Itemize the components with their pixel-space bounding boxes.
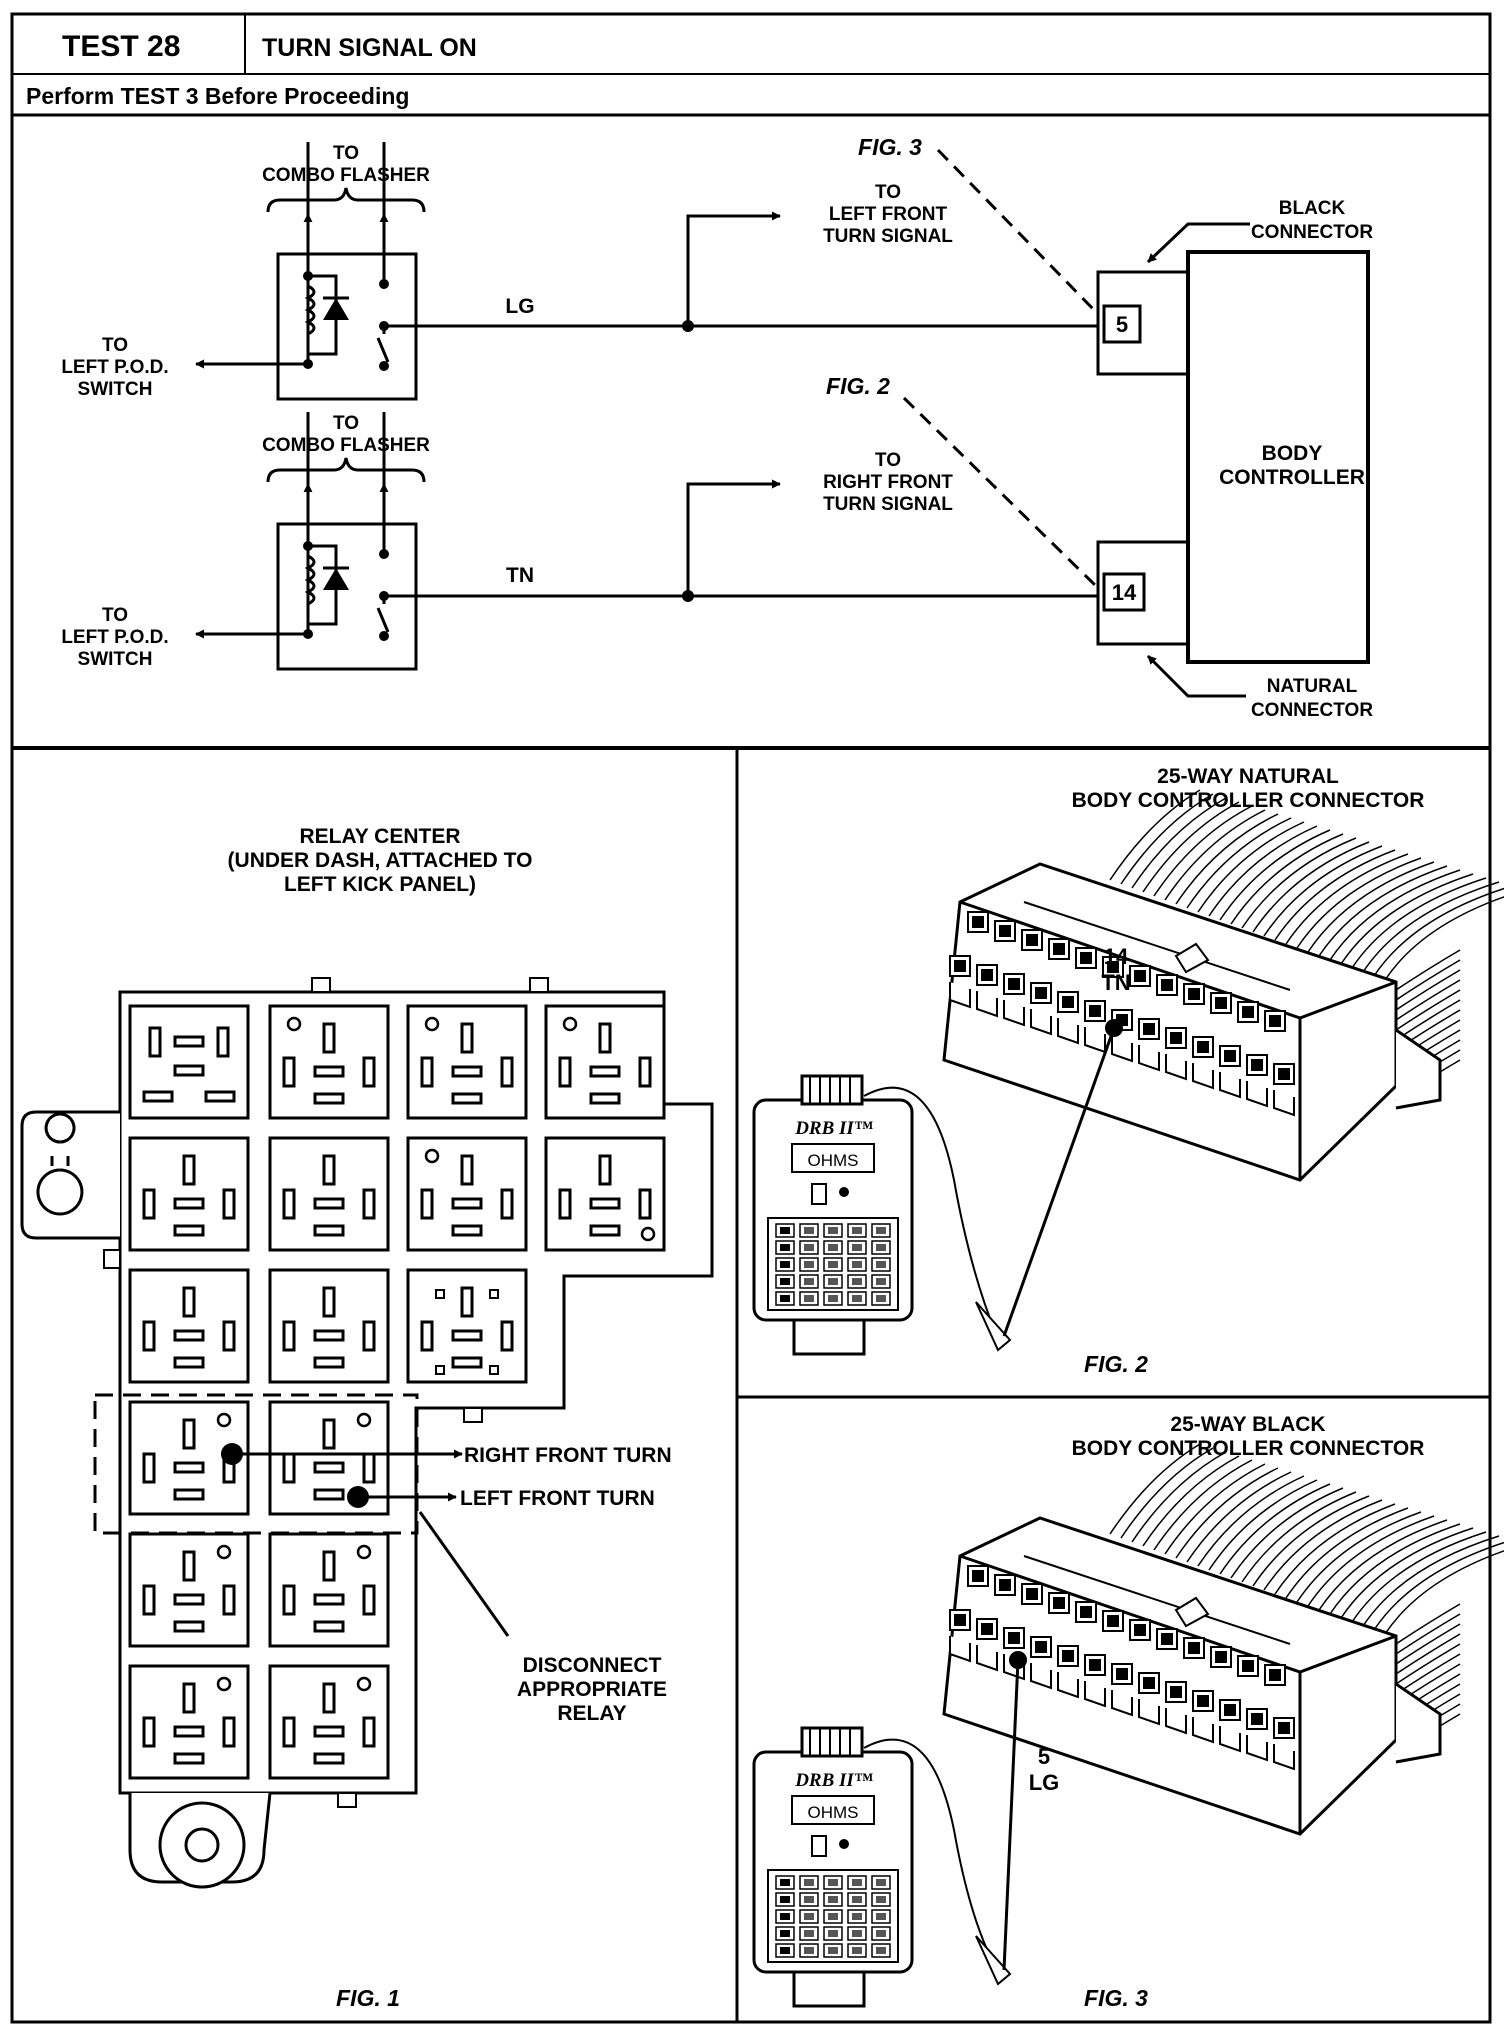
natural-connector-line1: NATURAL: [1267, 676, 1358, 697]
branch-top-line1: TO: [875, 182, 901, 203]
callout-right-front-turn: RIGHT FRONT TURN: [464, 1444, 672, 1467]
fig3-title-line2: BODY CONTROLLER CONNECTOR: [1072, 1437, 1425, 1460]
natural-connector-line2: CONNECTOR: [1251, 700, 1373, 721]
relay-socket: [268, 1004, 390, 1120]
relay-socket: [128, 1532, 250, 1648]
relay-top-output-line2: COMBO FLASHER: [262, 165, 430, 186]
disconnect-line1: DISCONNECT: [523, 1654, 662, 1677]
page-border: [10, 12, 1492, 2024]
relay-socket: [544, 1136, 666, 1252]
relay-sockets: [128, 1004, 666, 1780]
branch-bottom-line1: TO: [875, 450, 901, 471]
relay-socket: [268, 1664, 390, 1780]
mounting-tab: [20, 1110, 120, 1240]
relay-bottom-input-line3: SWITCH: [78, 649, 153, 670]
fig1-relay-center: RELAY CENTER (UNDER DASH, ATTACHED TO LE…: [20, 825, 714, 2011]
fig3-caption: FIG. 3: [1084, 1985, 1148, 2011]
relay-socket: [268, 1136, 390, 1252]
relay-top-input-line1: TO: [102, 335, 128, 356]
fig2-pin-color: TN: [1101, 970, 1130, 995]
fig2-tester-mode: OHMS: [808, 1151, 859, 1170]
fig3-tester-mode: OHMS: [808, 1803, 859, 1822]
fig1-title-line2: (UNDER DASH, ATTACHED TO: [228, 849, 533, 872]
black-connector-line2: CONNECTOR: [1251, 222, 1373, 243]
fig1-caption: FIG. 1: [336, 1985, 400, 2011]
branch-top-line2: LEFT FRONT: [829, 204, 948, 225]
relay-top-output-line1: TO: [333, 143, 359, 164]
pin-14: 14: [1112, 580, 1137, 605]
disconnect-line2: APPROPRIATE: [517, 1678, 667, 1701]
branch-bottom-line3: TURN SIGNAL: [823, 494, 953, 515]
fig3-tester-brand: DRB II™: [794, 1770, 873, 1791]
relay-socket: [128, 1664, 250, 1780]
fig2-pin-number: 14: [1104, 944, 1129, 969]
fig3-probe: [1002, 1659, 1020, 1971]
relay-socket: [406, 1004, 528, 1120]
relay-socket: [128, 1136, 250, 1252]
fig1-title-line1: RELAY CENTER: [299, 825, 460, 848]
pin-5: 5: [1116, 312, 1128, 337]
relay-bottom-input-line1: TO: [102, 605, 128, 626]
fig2-title-line1: 25-WAY NATURAL: [1157, 765, 1339, 788]
callout-left-front-turn: LEFT FRONT TURN: [460, 1487, 655, 1510]
body-controller-line2: CONTROLLER: [1219, 466, 1365, 489]
relay-socket: [128, 1268, 250, 1384]
body-controller: [1186, 250, 1370, 664]
test-number: TEST 28: [62, 30, 181, 63]
brace-top: [266, 187, 426, 213]
relay-top-input-line2: LEFT P.O.D.: [61, 357, 168, 378]
relay-socket: [406, 1268, 528, 1384]
fig2-tester: DRB II™ OHMS: [752, 1074, 914, 1356]
relay-socket: [268, 1532, 390, 1648]
relay-socket: [406, 1136, 528, 1252]
fig3-pin-number: 5: [1038, 1744, 1050, 1769]
target-relays-highlight: [93, 1393, 419, 1535]
relay-bottom-input-line2: LEFT P.O.D.: [61, 627, 168, 648]
fig3-tester: DRB II™ OHMS: [752, 1726, 914, 2008]
disconnect-leader: [418, 1511, 510, 1637]
relay-bottom-output-line1: TO: [333, 413, 359, 434]
brace-bottom: [266, 457, 426, 483]
relay-bottom-output-line2: COMBO FLASHER: [262, 435, 430, 456]
black-connector-line1: BLACK: [1279, 198, 1346, 219]
wire-tn-label: TN: [506, 564, 534, 587]
fig3-black-connector: 25-WAY BLACK BODY CONTROLLER CONNECTOR 5…: [752, 1413, 1504, 2011]
relay-top-input-line3: SWITCH: [78, 379, 153, 400]
prerequisite-note: Perform TEST 3 Before Proceeding: [26, 83, 410, 109]
body-controller-line1: BODY: [1262, 442, 1323, 465]
fig3-pin-color: LG: [1029, 1770, 1060, 1795]
fig2-probe: [1002, 1027, 1116, 1337]
relay-socket: [544, 1004, 666, 1120]
fig2-caption: FIG. 2: [1084, 1351, 1148, 1377]
branch-bottom-line2: RIGHT FRONT: [823, 472, 953, 493]
fig2-natural-connector: 25-WAY NATURAL BODY CONTROLLER CONNECTOR…: [752, 765, 1504, 1377]
branch-top-line3: TURN SIGNAL: [823, 226, 953, 247]
fig2-tester-brand: DRB II™: [794, 1118, 873, 1139]
fig1-title-line3: LEFT KICK PANEL): [284, 873, 476, 896]
relay-socket: [268, 1268, 390, 1384]
fig3-title-line1: 25-WAY BLACK: [1170, 1413, 1325, 1436]
fig3-callout-line: [936, 148, 1098, 314]
fig-ref-bottom: FIG. 2: [826, 373, 890, 399]
relay-socket: [128, 1004, 250, 1120]
disconnect-line3: RELAY: [557, 1702, 626, 1725]
fig-ref-top: FIG. 3: [858, 134, 922, 160]
test-title: TURN SIGNAL ON: [262, 34, 477, 62]
fig2-title-line2: BODY CONTROLLER CONNECTOR: [1072, 789, 1425, 812]
schematic: TO COMBO FLASHER TO LEFT P.O.D. SWITCH L…: [61, 134, 1373, 721]
wire-lg-label: LG: [505, 295, 534, 318]
